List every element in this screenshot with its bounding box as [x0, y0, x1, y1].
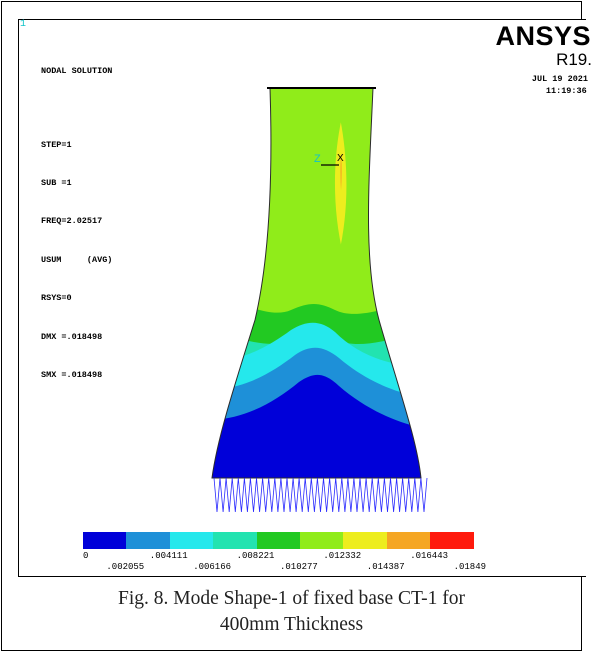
legend-tick-upper-3: .008221	[236, 551, 275, 561]
contour-legend-bar	[83, 532, 474, 549]
legend-tick-upper-5: .016443	[410, 551, 448, 561]
legend-tick-lower-4: .014387	[366, 562, 405, 572]
legend-tick-lower-2: .006166	[193, 562, 231, 572]
time-value: 11:19:36	[545, 86, 587, 96]
freq-value: FREQ=2.02517	[41, 216, 103, 227]
release-version: R19.	[556, 50, 592, 69]
legend-swatch-5	[256, 532, 300, 549]
legend-tick-upper-2: .004111	[149, 551, 188, 561]
legend-tick-lower-3: .010277	[280, 562, 318, 572]
sub-value: SUB =1	[41, 177, 72, 188]
timestamp-block: JUL 19 2021 11:19:36	[532, 73, 588, 97]
rsys-value: RSYS=0	[41, 293, 72, 304]
legend-tick-upper-1: 0	[83, 551, 89, 561]
ansys-logo: ANSYS	[495, 21, 591, 51]
usum-value: USUM (AVG)	[41, 254, 113, 265]
legend-swatch-3	[169, 532, 214, 549]
triad-x-label: X	[337, 153, 344, 164]
legend-swatch-1	[83, 532, 127, 549]
fixed-support-symbols	[213, 477, 428, 513]
figure-caption: Fig. 8. Mode Shape-1 of fixed base CT-1 …	[2, 586, 581, 638]
contour-bands	[212, 88, 421, 478]
date-value: JUL 19 2021	[531, 74, 588, 84]
legend-tick-upper-4: .012332	[323, 551, 362, 561]
step-value: STEP=1	[41, 139, 72, 150]
legend-swatch-8	[386, 532, 431, 549]
legend-swatch-2	[126, 532, 170, 549]
support-zigzag	[213, 477, 428, 513]
triad-z-label: Z	[314, 153, 321, 165]
dmx-value: DMX =.018498	[41, 331, 103, 342]
legend-swatch-6	[299, 532, 344, 549]
legend-swatch-9	[430, 532, 474, 549]
coordinate-triad: Z X	[314, 153, 344, 166]
contour-band-1	[212, 375, 421, 478]
legend-swatch-4	[213, 532, 257, 549]
legend-tick-lower-1: .002055	[106, 562, 145, 572]
smx-value: SMX =.018498	[41, 369, 103, 380]
caption-line-2: 400mm Thickness	[219, 614, 364, 635]
legend-tick-lower-5: .01849	[453, 562, 486, 572]
ansys-graphics-window: 1 NODAL SOLUTION STEP=1 SUB =1 FREQ=2.02…	[18, 19, 592, 577]
cooling-tower-contour-plot: Z X	[211, 87, 428, 513]
result-info-block: NODAL SOLUTION STEP=1 SUB =1 FREQ=2.0251…	[41, 39, 112, 407]
legend-swatch-7	[343, 532, 387, 549]
result-title: NODAL SOLUTION	[41, 65, 113, 76]
caption-line-1: Fig. 8. Mode Shape-1 of fixed base CT-1 …	[118, 588, 465, 609]
window-number: 1	[20, 19, 27, 30]
